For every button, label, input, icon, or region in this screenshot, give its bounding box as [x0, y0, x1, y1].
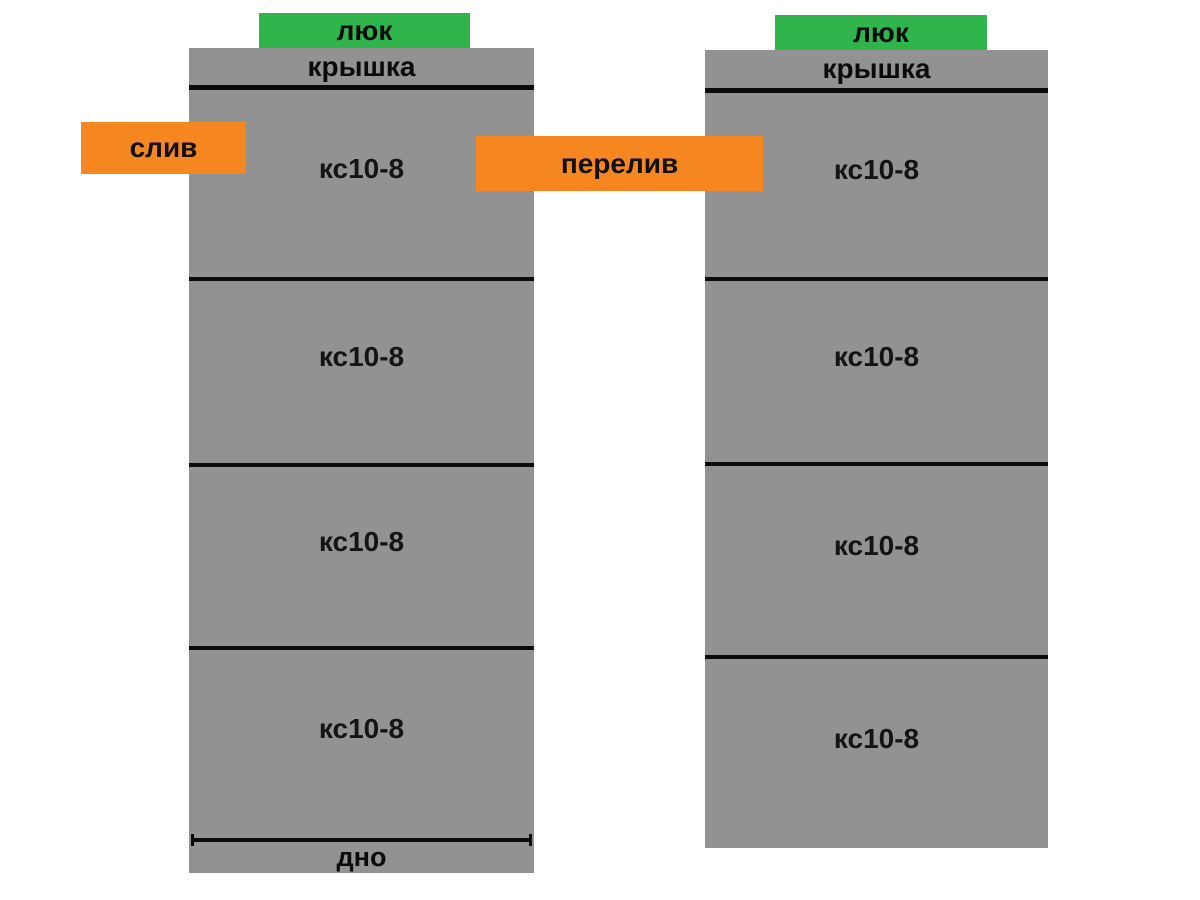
ring-label: кс10-8: [833, 154, 920, 185]
ring-label: кс10-8: [318, 713, 405, 744]
right-ring-section-3: кс10-8: [705, 466, 1048, 655]
right-hatch-block: люк: [775, 15, 987, 50]
right-ring-section-1: кс10-8: [705, 93, 1048, 277]
left-bottom-row: дно: [189, 842, 534, 873]
ring-label: кс10-8: [318, 525, 405, 557]
right-ring-section-4: кс10-8: [705, 659, 1048, 848]
right-hatch-label: люк: [853, 16, 909, 48]
left-ring-section-2: кс10-8: [189, 281, 534, 463]
overflow-annotation: перелив: [476, 136, 763, 191]
ring-divider: [189, 463, 534, 467]
ring-label: кс10-8: [833, 340, 920, 372]
drain-annotation: слив: [81, 122, 246, 174]
left-ring-section-4: кс10-8: [189, 650, 534, 838]
ring-divider: [705, 462, 1048, 466]
ring-divider: [189, 646, 534, 650]
ring-label: кс10-8: [833, 722, 920, 754]
line-end-tick: [529, 834, 532, 846]
left-ring-section-1: кс10-8: [189, 90, 534, 277]
left-hatch-label: люк: [336, 14, 393, 46]
ring-label: кс10-8: [318, 152, 405, 184]
drain-label: слив: [129, 132, 198, 163]
left-hatch-block: люк: [259, 13, 470, 48]
right-cover-row: крышка: [705, 50, 1048, 88]
right-cover-label: крышка: [822, 53, 931, 84]
left-cover-line: [189, 85, 534, 90]
ring-label: кс10-8: [318, 341, 405, 372]
left-bottom-label: дно: [336, 842, 387, 872]
left-cover-row: крышка: [189, 48, 534, 85]
right-ring-section-2: кс10-8: [705, 281, 1048, 462]
right-cover-line: [705, 88, 1048, 93]
ring-divider: [189, 277, 534, 281]
left-ring-section-3: кс10-8: [189, 467, 534, 646]
ring-divider: [705, 655, 1048, 659]
left-cover-label: крышка: [307, 50, 416, 82]
overflow-label: перелив: [560, 147, 679, 179]
ring-divider: [705, 277, 1048, 281]
left-bottom-line: [191, 834, 532, 846]
ring-label: кс10-8: [833, 529, 920, 561]
line-end-tick: [191, 834, 194, 846]
